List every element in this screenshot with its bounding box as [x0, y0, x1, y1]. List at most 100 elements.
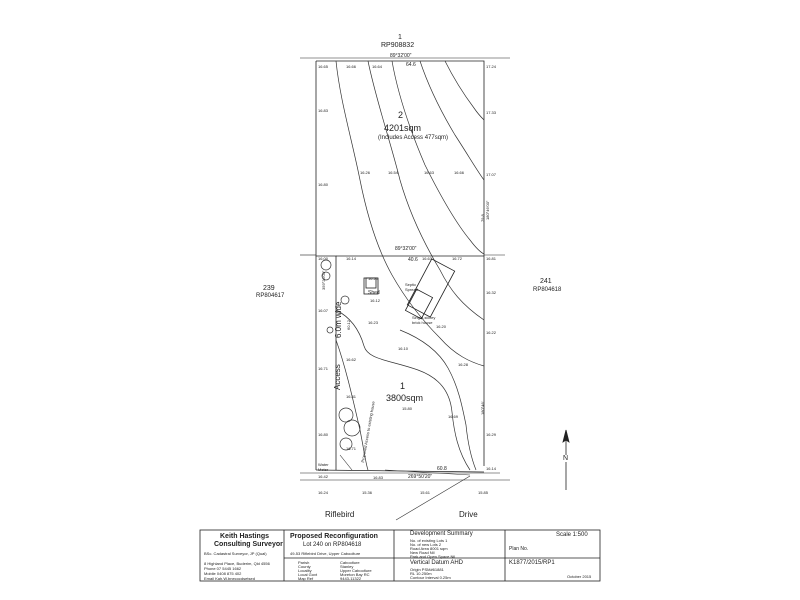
plan-number-label: Plan No. [509, 546, 529, 552]
house-label: Single-storey brick house [412, 315, 436, 325]
plan-lot-ref: Lot 240 on RP804618 [303, 542, 362, 548]
parish-label: Parish [298, 560, 310, 565]
title-block-frame [199, 529, 601, 582]
neighbor-left-plan: RP804617 [256, 293, 285, 299]
lot2-number: 2 [398, 110, 404, 120]
bearing-right: 180°46'00" [485, 200, 490, 220]
north-label: N [563, 455, 569, 462]
water-meter-label: Water Meter [318, 462, 329, 472]
datum-line: RL 10.250m [410, 571, 432, 576]
septic-outline [365, 277, 377, 289]
spot-level: 16.28 [458, 362, 469, 367]
spot-level: 16.24 [318, 490, 329, 495]
bearing-top: 89°32'00" [390, 53, 412, 59]
neighbor-right-lot: 241 [540, 278, 552, 285]
spot-level: 15.80 [402, 406, 413, 411]
dim-access-side: 60.12 [346, 319, 351, 330]
locality-label: Locality [298, 568, 312, 573]
spot-level: 16.22 [486, 330, 497, 335]
county-label: County [298, 564, 311, 569]
spot-level: 16.42 [318, 474, 329, 479]
spot-level: 16.69 [448, 414, 459, 419]
spot-level: 16.81 [486, 256, 497, 261]
lot-boundary-left [315, 61, 337, 470]
surveyor-role: Consulting Surveyor [214, 541, 283, 548]
access-width: 6.0m wide [334, 301, 343, 338]
dev-summary-title: Development Summary [410, 531, 473, 537]
spot-level: 15.61 [420, 490, 431, 495]
house-outline [406, 258, 456, 318]
datum-title: Vertical Datum AHD [410, 560, 464, 566]
spot-level: 16.32 [486, 290, 497, 295]
surveyor-quals: BSc. Cadastral Surveyor, JP (Qual) [204, 551, 267, 556]
lot1-number: 1 [400, 381, 406, 391]
spot-level: 17.07 [486, 172, 497, 177]
house-inner [404, 288, 434, 320]
spot-level: 16.80 [318, 182, 329, 187]
spot-level: 16.65 [318, 64, 329, 69]
county-value: Stanley [340, 564, 354, 569]
lot-boundary [316, 60, 485, 466]
tree-symbols [320, 259, 361, 451]
local-govt-value: Moreton Bay RC [340, 572, 370, 577]
spot-level: 16.12 [370, 298, 381, 303]
access-label: Access [333, 364, 342, 390]
spot-level: 16.63 [422, 256, 433, 261]
spot-level: 16.80 [318, 432, 329, 437]
spot-level: 16.66 [346, 64, 357, 69]
spot-level: 16.54 [388, 170, 399, 175]
spot-level: 16.20 [368, 276, 379, 281]
dim-right-upper: 79.8 [480, 214, 485, 222]
neighbor-top-plan: RP908832 [381, 42, 415, 49]
dim-mid: 40.6 [408, 257, 418, 263]
spot-level: 16.71 [346, 446, 357, 451]
spot-level: 16.63 [424, 170, 435, 175]
map-ref-label: Map Ref [298, 576, 314, 581]
plan-date: October 2015 [567, 574, 592, 579]
spot-level: 16.83 [318, 108, 329, 113]
septic-label: Septic Spread [405, 282, 418, 292]
spot-level: 16.71 [318, 366, 329, 371]
spot-level: 16.81 [346, 394, 357, 399]
spot-level: 15.85 [478, 490, 489, 495]
neighbor-right-plan: RP804618 [533, 287, 562, 293]
dev-summary-line: Park and Open Space Nil [410, 554, 456, 559]
scale-label: Scale 1:500 [556, 532, 588, 538]
spot-level: 16.14 [486, 466, 497, 471]
plan-address: 49-53 Riflebird Drive, Upper Caboolture [290, 551, 361, 556]
spot-level: 16.00 [318, 256, 329, 261]
plan-title: Proposed Reconfiguration [290, 533, 378, 540]
shed-label: Shed [368, 290, 380, 296]
lot1-area: 3800sqm [386, 393, 424, 403]
dev-summary-line: Road Area 8001 sqm [410, 546, 448, 551]
dim-bottom: 60.8 [437, 466, 447, 472]
road-name-right: Drive [459, 510, 478, 519]
spot-level: 16.10 [398, 346, 409, 351]
spot-level: 16.20 [436, 324, 447, 329]
locality-value: Upper Caboolture [340, 568, 372, 573]
surveyor-phone: Phone 07 5445 1662 [204, 566, 242, 571]
road-name-left: Riflebird [325, 510, 355, 519]
parish-value: Caboolture [340, 560, 360, 565]
dev-summary-line: No. of existing Lots 1 [410, 538, 448, 543]
bearing-bottom: 269°50'20" [408, 474, 433, 480]
spot-level: 16.62 [346, 357, 357, 362]
lot2-area: 4201sqm [384, 123, 422, 133]
spot-level: 16.64 [372, 64, 383, 69]
spot-level: 16.72 [452, 256, 463, 261]
surveyor-address: 8 Highland Place, Buderim, Qld 4556 [204, 561, 270, 566]
dev-summary-line: New Road Nil [410, 550, 435, 555]
bearing-left-upper: 359°28'00" [321, 270, 326, 290]
spot-level: 17.33 [486, 110, 497, 115]
spot-level: 16.83 [373, 475, 384, 480]
bearing-right-lower: 180°46' [480, 401, 485, 416]
spot-level: 17.24 [486, 64, 497, 69]
surveyor-name: Keith Hastings [220, 533, 270, 540]
datum-line: Contour Interval 0.25m [410, 575, 451, 580]
map-ref-value: 9443-11322 [340, 576, 362, 581]
neighbor-left-lot: 239 [263, 285, 275, 292]
neighbor-top-lot: 1 [398, 34, 402, 41]
plan-number: K1877/2015/RP1 [509, 560, 555, 566]
spot-level: 16.29 [486, 432, 497, 437]
